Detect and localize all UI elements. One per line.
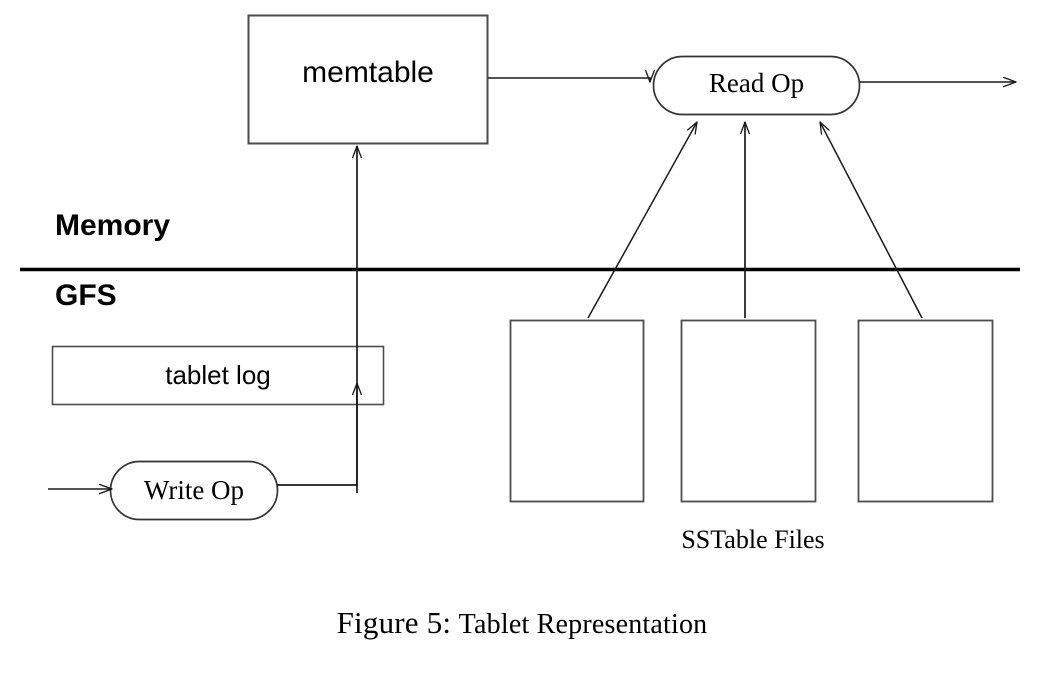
tablet-log-label: tablet log [165,360,271,390]
memtable-label: memtable [302,56,434,89]
sstable-box-1[interactable] [509,319,645,503]
figure-title: Tablet Representation [458,609,708,640]
sstable-box-3[interactable] [857,319,994,503]
read-op-label: Read Op [708,68,805,98]
figure-number: Figure 5: [336,605,452,640]
sstable-box-2[interactable] [680,319,817,503]
sstable-files-label: SSTable Files [681,525,825,554]
sstable1-to-readop-arrow [587,122,698,319]
figure-caption: Figure 5: Tablet Representation [0,607,1044,639]
sstable3-to-readop-arrow [819,122,923,319]
gfs-tier-label: GFS [55,279,117,312]
memtable-box[interactable] [247,14,489,145]
memory-tier-label: Memory [55,209,171,242]
write-op-label: Write Op [143,475,245,505]
tablet-log-box[interactable] [51,345,385,406]
memtable-to-readop-connector [488,78,650,82]
read-op-shape[interactable] [652,55,861,116]
